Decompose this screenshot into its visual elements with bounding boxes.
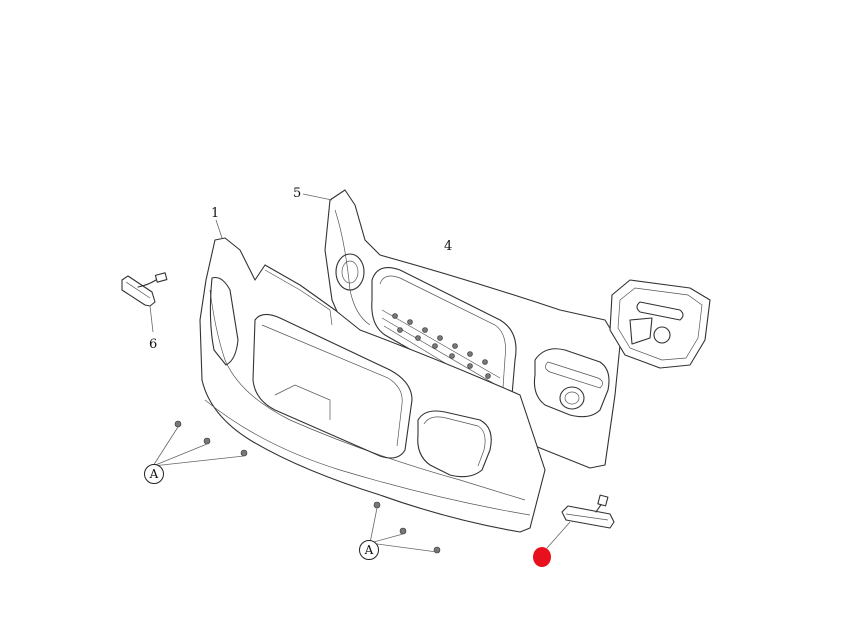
left-drl-lamp-part-6 [121, 272, 168, 333]
part-label-4: 4 [444, 239, 453, 254]
lower-bumper-cover-part-1 [199, 237, 546, 533]
leader-5 [302, 193, 333, 201]
right-end-bracket [609, 279, 711, 369]
fastener-group-left [152, 420, 248, 467]
leader-1 [215, 219, 223, 239]
part-label-1: 1 [211, 206, 220, 221]
red-highlight-marker [533, 547, 551, 567]
right-drl-lamp [546, 494, 615, 549]
part-label-5: 5 [293, 186, 302, 201]
callout-a-bottom: A [359, 540, 379, 560]
part-label-6: 6 [149, 337, 158, 352]
callout-a-left: A [144, 464, 164, 484]
